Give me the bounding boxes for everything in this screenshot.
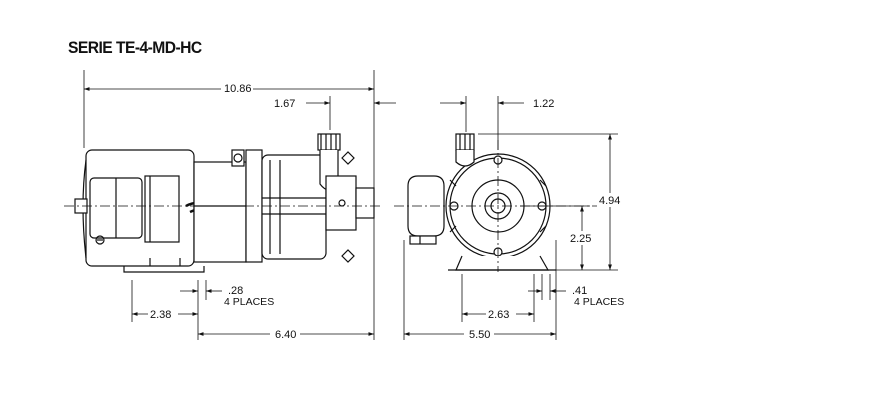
dim-mount-hole-side-note: 4 PLACES bbox=[224, 296, 274, 308]
front-outlet bbox=[455, 133, 475, 167]
motor-body bbox=[74, 149, 195, 267]
dim-inlet-offset: 1.67 bbox=[274, 98, 295, 110]
dim-overall-length: 10.86 bbox=[224, 83, 252, 95]
dim-front-width: 5.50 bbox=[469, 329, 490, 341]
dim-mount-hole-front-note: 4 PLACES bbox=[574, 296, 624, 308]
dim-mount-hole-side: .28 bbox=[228, 285, 243, 297]
front-dimensions bbox=[403, 96, 618, 340]
front-foot bbox=[448, 255, 556, 271]
side-view bbox=[74, 133, 375, 273]
front-view bbox=[407, 133, 556, 271]
dim-outlet-offset-front: 1.22 bbox=[533, 98, 554, 110]
dim-base-offset: 2.38 bbox=[150, 309, 171, 321]
drawing-title: SERIE TE-4-MD-HC bbox=[68, 38, 202, 57]
dim-side-length: 6.40 bbox=[275, 329, 296, 341]
dim-mount-hole-front: .41 bbox=[572, 285, 587, 297]
dim-base-width-front: 2.63 bbox=[488, 309, 509, 321]
capacitor-box bbox=[407, 175, 445, 245]
dim-shaft-height: 2.25 bbox=[570, 233, 591, 245]
pump-head bbox=[245, 133, 375, 263]
dimension-labels: 10.86 1.67 1.22 4.94 2.25 .28 4 PLACES .… bbox=[148, 81, 624, 341]
motor-base bbox=[123, 258, 205, 273]
dim-total-height: 4.94 bbox=[599, 195, 620, 207]
motor-adapter bbox=[193, 149, 247, 263]
